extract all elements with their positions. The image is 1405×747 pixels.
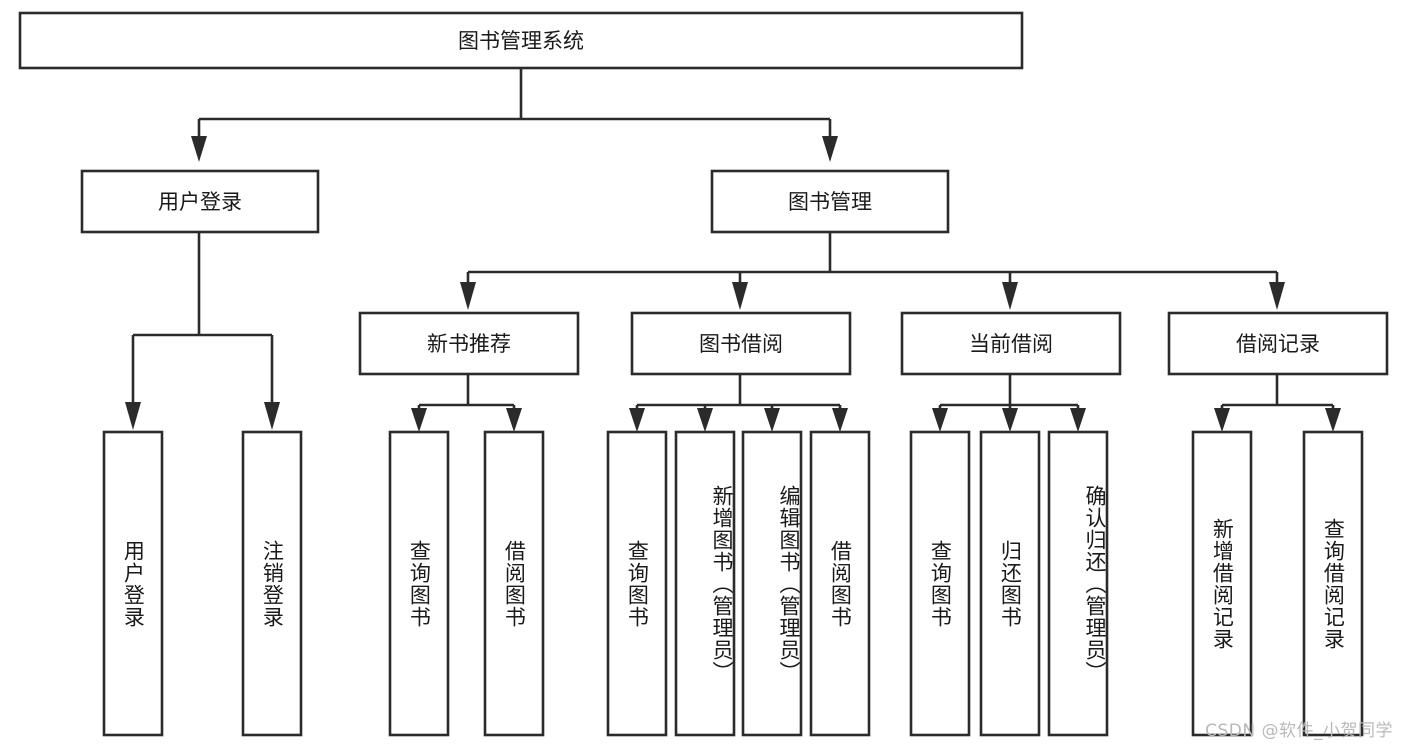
arrow-head-user-login	[191, 136, 207, 162]
connector-group-user-login	[125, 232, 280, 430]
arrow-head-user-login-leaf-0	[125, 402, 141, 430]
connector-group-current-borrow	[932, 374, 1086, 432]
node-box-leaf-bb-0[interactable]	[606, 430, 668, 737]
arrow-head-book-borrow	[732, 282, 748, 310]
arrow-head-nbr-leaf-1	[506, 408, 522, 432]
node-box-leaf-bb-2[interactable]	[741, 430, 803, 737]
arrow-head-user-login-leaf-1	[264, 402, 280, 430]
arrow-head-br-leaf-0	[1214, 408, 1230, 432]
node-box-leaf-user-login-1[interactable]	[241, 430, 303, 737]
connector-group-borrow-record	[1214, 374, 1341, 432]
arrow-head-bb-leaf-2	[764, 408, 780, 432]
node-box-book-borrow[interactable]	[630, 311, 852, 376]
arrow-head-current-borrow	[1002, 282, 1018, 310]
arrow-head-cb-leaf-1	[1002, 408, 1018, 432]
node-box-leaf-nbr-0[interactable]	[388, 430, 450, 737]
node-label-book-borrow: 图书借阅	[699, 332, 783, 356]
node-box-current-borrow[interactable]	[900, 311, 1122, 376]
node-label-root: 图书管理系统	[458, 29, 584, 53]
node-box-leaf-cb-1[interactable]	[979, 430, 1041, 737]
node-box-leaf-nbr-1[interactable]	[483, 430, 545, 737]
connector-group-book-mgmt	[460, 232, 1285, 310]
node-box-leaf-cb-2[interactable]	[1047, 430, 1109, 737]
connector-group-new-book-recommend	[411, 374, 522, 432]
connector-group-book-borrow	[629, 374, 848, 432]
arrow-head-new-book-recommend	[460, 282, 476, 310]
node-box-leaf-cb-0[interactable]	[909, 430, 971, 737]
arrow-head-borrow-record	[1269, 282, 1285, 310]
node-label-borrow-record: 借阅记录	[1236, 332, 1320, 356]
node-box-root[interactable]	[18, 11, 1024, 70]
arrow-head-cb-leaf-2	[1070, 408, 1086, 432]
node-box-leaf-br-0[interactable]	[1191, 430, 1253, 737]
arrow-head-nbr-leaf-0	[411, 408, 427, 432]
arrow-head-bb-leaf-0	[629, 408, 645, 432]
node-box-borrow-record[interactable]	[1167, 311, 1389, 376]
node-box-new-book-recommend[interactable]	[358, 311, 580, 376]
arrow-head-br-leaf-1	[1325, 408, 1341, 432]
node-box-leaf-bb-3[interactable]	[809, 430, 871, 737]
arrow-head-cb-leaf-0	[932, 408, 948, 432]
node-box-leaf-bb-1[interactable]	[674, 430, 736, 737]
csdn-watermark: CSDN @软件_小贺同学	[1205, 721, 1393, 741]
arrow-head-bb-leaf-1	[697, 408, 713, 432]
arrow-head-bb-leaf-3	[832, 408, 848, 432]
node-box-leaf-user-login-0[interactable]	[102, 430, 164, 737]
node-box-user-login[interactable]	[80, 169, 320, 234]
connector-group-root	[191, 68, 838, 162]
node-box-leaf-br-1[interactable]	[1302, 430, 1364, 737]
arrow-head-book-mgmt	[822, 136, 838, 162]
node-label-current-borrow: 当前借阅	[969, 332, 1053, 356]
node-box-book-management[interactable]	[710, 169, 950, 234]
node-label-user-login: 用户登录	[158, 190, 242, 214]
node-label-book-management: 图书管理	[788, 190, 872, 214]
node-label-new-book-recommend: 新书推荐	[427, 332, 511, 356]
